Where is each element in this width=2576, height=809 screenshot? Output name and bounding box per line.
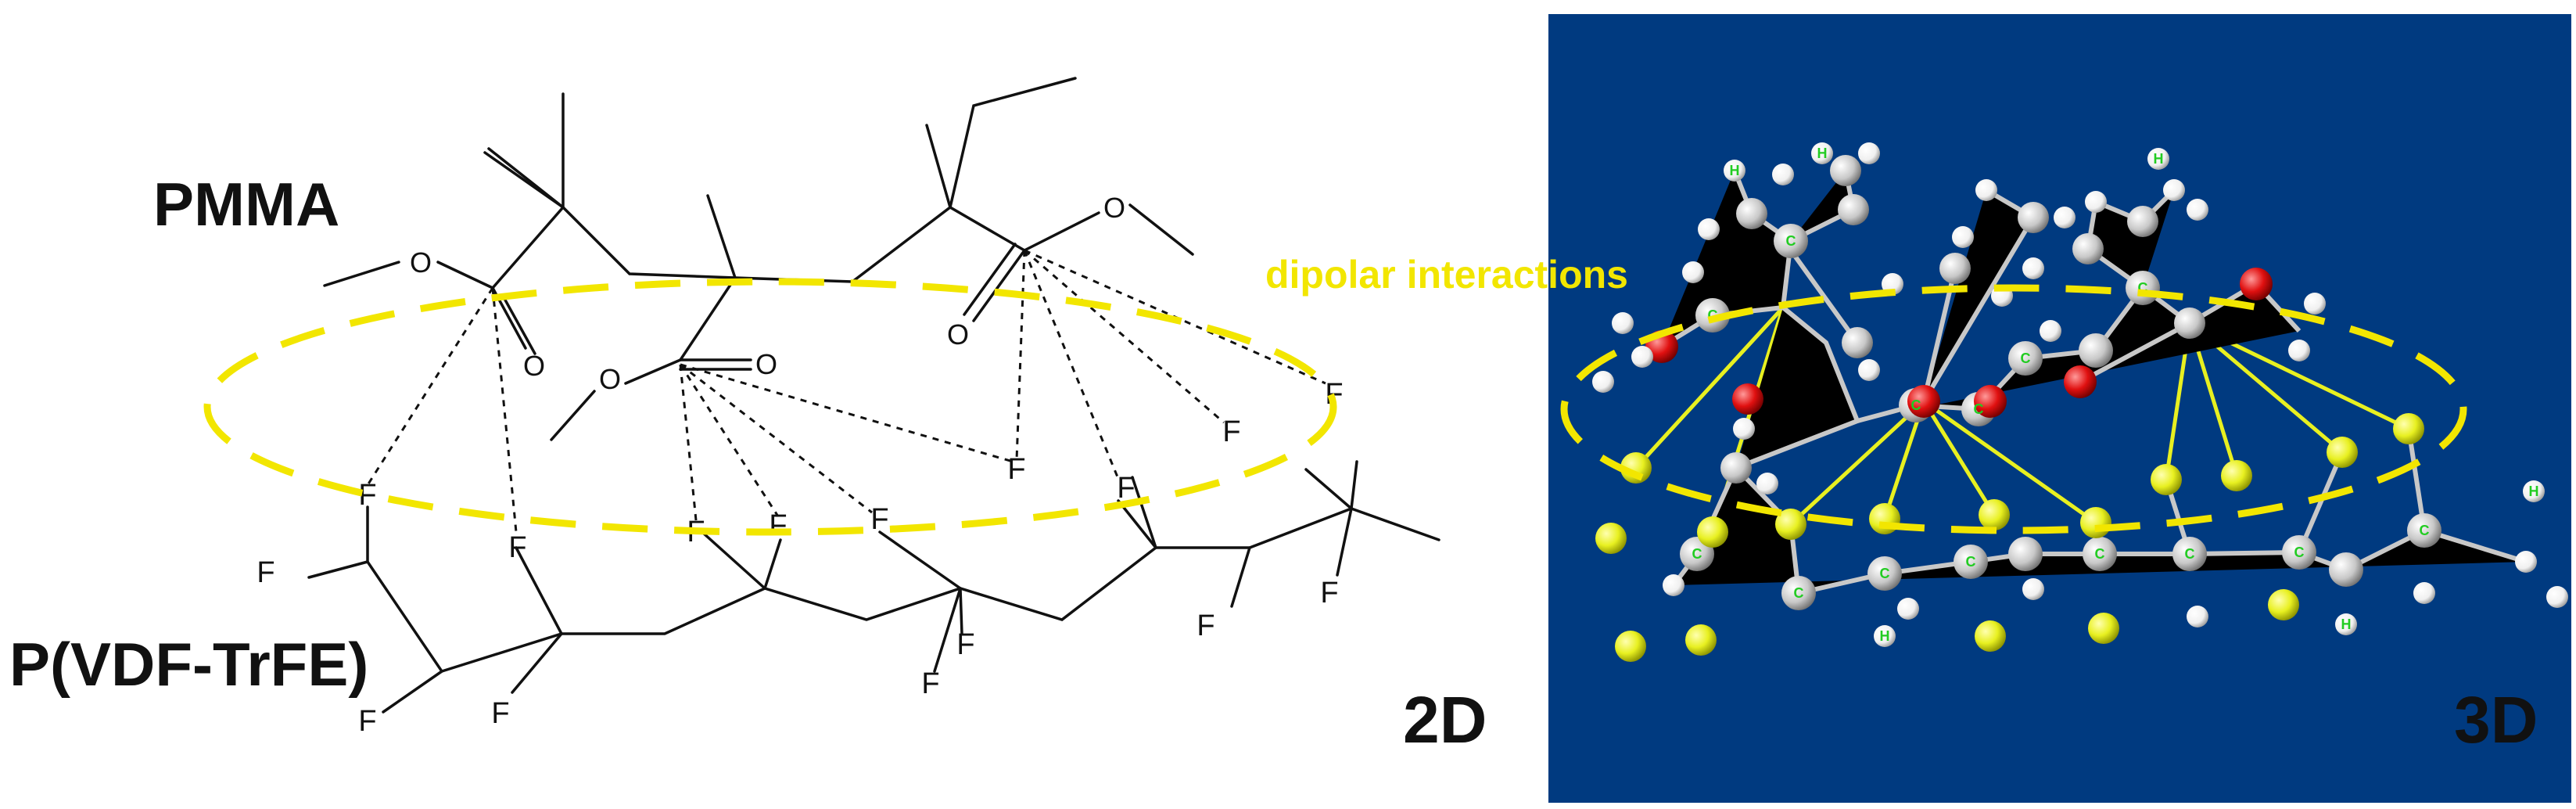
svg-text:F: F (1117, 472, 1135, 505)
view-3d-label: 3D (2454, 683, 2538, 757)
svg-text:C: C (2095, 546, 2105, 562)
pmma-chain-bonds (323, 77, 1194, 441)
svg-text:H: H (2154, 151, 2164, 167)
svg-text:C: C (2185, 546, 2195, 562)
svg-text:F: F (956, 628, 974, 661)
svg-text:O: O (410, 246, 432, 279)
svg-text:C: C (1880, 566, 1890, 581)
svg-text:F: F (508, 531, 526, 564)
structure-2d: O O O O O O F (203, 77, 1440, 738)
svg-text:H: H (2529, 484, 2539, 499)
svg-text:C: C (1692, 546, 1702, 562)
svg-text:C: C (2420, 523, 2430, 538)
structure-3d: C C C C C C C C C C C C C C H H H H H H (1560, 142, 2568, 662)
interaction-ellipse-2d (203, 278, 1337, 536)
svg-text:F: F (358, 705, 376, 738)
svg-text:F: F (1197, 609, 1214, 642)
view-2d-label: 2D (1403, 683, 1487, 757)
svg-text:O: O (523, 350, 545, 382)
dipolar-interactions-label: dipolar interactions (1265, 253, 1628, 297)
svg-text:C: C (1794, 585, 1804, 601)
pvdf-atom-labels: F F F F F F F F F F F F F F F F (257, 378, 1343, 738)
svg-text:F: F (491, 697, 509, 730)
svg-text:F: F (921, 667, 939, 700)
svg-text:C: C (1786, 233, 1796, 249)
pvdf-chain-bonds (307, 460, 1440, 714)
svg-text:H: H (1817, 146, 1828, 161)
svg-text:F: F (1007, 453, 1025, 486)
svg-text:C: C (1911, 397, 1921, 413)
svg-text:F: F (358, 479, 376, 512)
svg-text:C: C (1966, 554, 1976, 570)
pmma-label: PMMA (153, 170, 340, 239)
svg-text:O: O (1103, 192, 1125, 224)
svg-text:H: H (1880, 628, 1890, 644)
atom-letters: C C C C C C C C C C C C C C H H H H H H (1692, 146, 2539, 644)
svg-text:C: C (2021, 351, 2031, 366)
svg-text:O: O (947, 318, 969, 351)
svg-text:F: F (1320, 577, 1338, 609)
svg-text:F: F (257, 556, 274, 589)
svg-text:O: O (599, 363, 621, 395)
panel-3d-model (1548, 14, 2571, 803)
svg-text:F: F (870, 503, 888, 536)
hydrogen-atoms (1592, 142, 2568, 647)
pvdf-trfe-label: P(VDF-TrFE) (9, 630, 369, 699)
svg-text:H: H (2341, 617, 2352, 632)
svg-text:O: O (755, 348, 777, 380)
pmma-atom-labels: O O O O O O (410, 192, 1125, 395)
svg-text:C: C (2294, 545, 2305, 560)
svg-text:C: C (1974, 401, 1984, 417)
interaction-ellipse-3d (1560, 284, 2467, 534)
svg-text:F: F (1222, 415, 1240, 448)
svg-text:H: H (1730, 163, 1740, 178)
